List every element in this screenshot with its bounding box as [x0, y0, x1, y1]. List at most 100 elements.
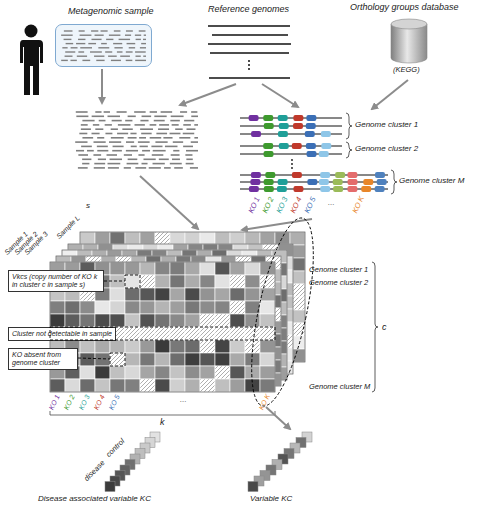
gene-block	[363, 179, 373, 185]
brace	[391, 170, 397, 194]
genome-line	[209, 77, 290, 78]
matrix-cell	[245, 379, 260, 392]
matrix-cell	[215, 301, 230, 314]
sequence-read	[105, 124, 112, 126]
sequence-read	[194, 124, 198, 126]
matrix-cell	[260, 340, 275, 353]
sequence-read	[143, 39, 146, 40]
matrix-cell	[185, 232, 200, 245]
matrix-cell	[140, 353, 155, 366]
matrix-cell	[125, 366, 140, 379]
matrix-cell	[200, 275, 215, 288]
gene-block	[279, 143, 289, 149]
sequence-read	[111, 128, 118, 130]
cluster-label: Genome cluster 2	[355, 145, 418, 153]
sequence-read	[136, 39, 141, 40]
sequence-read	[65, 51, 75, 52]
matrix-cell	[170, 366, 185, 379]
sequence-read	[150, 111, 157, 113]
sequence-read	[173, 141, 183, 143]
matrix-cell	[230, 275, 245, 288]
sequence-read	[98, 47, 109, 48]
flow-arrow	[242, 219, 312, 230]
kc-square	[105, 482, 115, 492]
ko-label: KO 2	[261, 195, 275, 214]
sequence-read	[140, 146, 148, 148]
sequence-read	[61, 35, 73, 36]
sequence-read	[153, 150, 166, 152]
gene-block	[375, 172, 385, 178]
matrix-cell	[125, 232, 140, 245]
matrix-cell	[185, 314, 200, 327]
ellipsis: ...	[180, 396, 187, 404]
axis-letter: c	[382, 323, 387, 332]
ellipsis: ...	[328, 199, 335, 207]
genome-line	[208, 43, 291, 44]
matrix-cell	[110, 366, 125, 379]
sequence-read	[66, 43, 74, 44]
sequence-read	[92, 133, 100, 135]
matrix-cell	[260, 379, 275, 392]
sequence-read	[175, 128, 182, 130]
matrix-cell	[140, 314, 155, 327]
matrix-cell	[260, 327, 275, 340]
gene-block	[264, 123, 274, 129]
sequence-read	[96, 60, 104, 61]
sequence-read	[64, 30, 73, 31]
sequence-read	[124, 154, 132, 156]
gene-block	[375, 186, 385, 192]
sequence-read	[172, 124, 179, 126]
highlight-ellipse	[239, 213, 326, 411]
matrix-cell	[185, 340, 200, 353]
sequence-read	[152, 154, 164, 156]
matrix-cell	[170, 301, 185, 314]
matrix-cell	[95, 340, 110, 353]
matrix-cell	[125, 275, 140, 288]
gene-block	[293, 115, 303, 121]
sequence-read	[62, 47, 67, 48]
group-label: disease	[83, 458, 107, 482]
callout-text: Vkcs (copy number of KO k in cluster c i…	[12, 273, 100, 289]
matrix-cell	[110, 275, 125, 288]
matrix-cell	[185, 301, 200, 314]
callout-box: KO absent from genome cluster	[8, 348, 78, 370]
sequence-read	[170, 120, 179, 122]
sequence-read	[171, 154, 180, 156]
sequence-read	[183, 146, 193, 148]
sequence-read	[90, 51, 102, 52]
sequence-read	[126, 51, 133, 52]
cluster-label: Genome cluster 1	[355, 121, 418, 129]
matrix-cell	[80, 366, 95, 379]
matrix-cell	[260, 288, 275, 301]
sequence-read	[61, 60, 68, 61]
matrix-cell	[110, 379, 125, 392]
sequence-read	[159, 124, 169, 126]
gene-block	[250, 179, 260, 185]
sequence-read	[142, 150, 150, 152]
matrix-cell	[245, 340, 260, 353]
matrix-cell	[95, 232, 110, 245]
sequence-read	[109, 35, 121, 36]
sequence-read	[76, 116, 88, 118]
database-cylinder: Orthology groups database(KEGG)	[388, 18, 430, 76]
sequence-read	[134, 111, 145, 113]
ko-label: KO 3	[275, 195, 289, 214]
matrix-cell	[215, 232, 230, 245]
sequence-read	[98, 159, 106, 161]
sequence-read	[114, 30, 121, 31]
cylinder-body	[391, 24, 427, 63]
sequence-read	[79, 133, 87, 135]
gene-block	[264, 151, 274, 157]
sequence-read	[140, 120, 148, 122]
sequence-read	[124, 167, 131, 169]
matrix-cell	[245, 262, 260, 275]
matrix-cell	[95, 366, 110, 379]
ko-label: KO 5	[303, 195, 317, 214]
sequence-read	[126, 30, 133, 31]
sequence-read	[81, 124, 88, 126]
matrix-cell	[170, 327, 185, 340]
sequence-read	[185, 154, 192, 156]
sequence-read	[141, 43, 146, 44]
sequence-read	[153, 163, 165, 165]
ellipsis-dot	[248, 68, 250, 70]
